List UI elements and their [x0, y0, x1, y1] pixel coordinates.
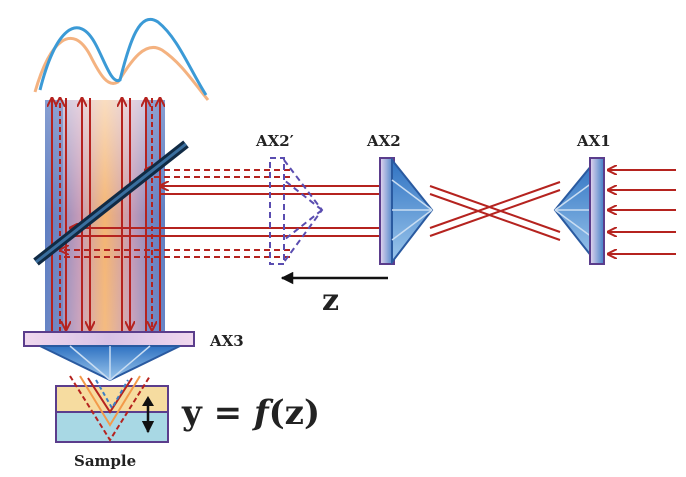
- spectrum-curves: [33, 18, 210, 101]
- focusing-rays: [69, 375, 151, 442]
- label-ax2-prime: AX2′: [255, 132, 294, 150]
- label-sample: Sample: [74, 452, 136, 470]
- equation-f: f: [252, 393, 274, 433]
- equation-y: y: [181, 393, 203, 433]
- equation-arg: (z): [269, 393, 320, 433]
- crossing-rays: [429, 181, 561, 241]
- incoming-rays: [608, 170, 676, 254]
- y-double-arrow: [141, 396, 155, 434]
- equation-equals: =: [202, 393, 254, 433]
- equation: y = f(z): [181, 393, 320, 433]
- axicon-ax2-prime: [269, 157, 324, 265]
- spectrum-curve-blue: [38, 18, 208, 96]
- axicon-ax1: [553, 157, 605, 265]
- label-ax1: AX1: [576, 132, 611, 150]
- label-z: z: [322, 283, 339, 318]
- sample: [55, 385, 169, 443]
- axicon-ax3: [23, 331, 195, 382]
- axicon-ax2: [379, 157, 434, 265]
- label-ax3: AX3: [209, 332, 244, 350]
- label-ax2: AX2: [366, 132, 401, 150]
- horizontal-rays: [60, 170, 385, 258]
- vertical-rays: [52, 98, 160, 332]
